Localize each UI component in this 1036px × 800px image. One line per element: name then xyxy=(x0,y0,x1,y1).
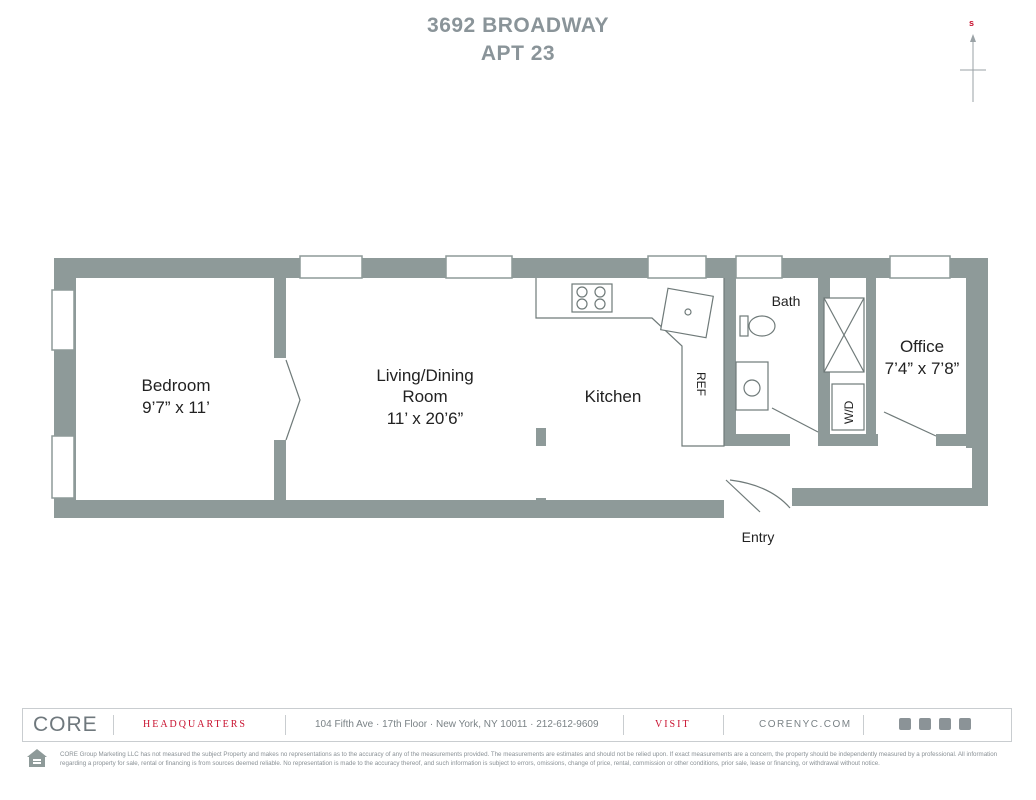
instagram-icon[interactable] xyxy=(939,718,951,731)
bath-south-wall xyxy=(724,434,790,446)
refrigerator-label: REF xyxy=(694,372,708,396)
divider xyxy=(285,715,286,735)
north-arrow-icon xyxy=(960,34,986,102)
windows xyxy=(51,255,951,499)
south-wall-west xyxy=(54,500,724,518)
living-room-label-line2: Room xyxy=(402,387,447,406)
legal-disclaimer: CORE Group Marketing LLC has not measure… xyxy=(60,751,998,767)
office-west-wall xyxy=(866,278,876,446)
bedroom-label: Bedroom xyxy=(142,376,211,395)
toilet-icon xyxy=(748,315,776,337)
living-room-dimensions: 11’ x 20’6” xyxy=(387,409,464,428)
south-wall-east xyxy=(792,488,988,506)
visit-label: VISIT xyxy=(655,719,691,730)
floor-plan: Bedroom 9’7” x 11’ Living/Dining Room 11… xyxy=(51,255,988,545)
office-label: Office xyxy=(900,337,944,356)
headquarters-label: HEADQUARTERS xyxy=(143,719,247,730)
logo-text: CORE xyxy=(33,713,98,736)
office-south-wall xyxy=(936,434,976,446)
social-links xyxy=(899,709,979,741)
property-address: 3692 BROADWAY xyxy=(427,14,609,37)
compass: s xyxy=(958,18,988,108)
office-dimensions: 7’4” x 7’8” xyxy=(885,359,960,378)
apartment-number: APT 23 xyxy=(480,42,556,65)
wd-south-wall xyxy=(818,434,878,446)
bedroom-dimensions: 9’7” x 11’ xyxy=(142,398,210,417)
twitter-icon[interactable] xyxy=(919,718,931,731)
entry-label: Entry xyxy=(742,529,775,545)
divider xyxy=(863,715,864,735)
doors xyxy=(285,359,937,513)
divider xyxy=(113,715,114,735)
equal-housing-icon xyxy=(27,749,47,767)
youtube-icon[interactable] xyxy=(959,718,971,731)
office-address: 104 Fifth Ave · 17th Floor · New York, N… xyxy=(315,719,599,730)
east-wall-lower xyxy=(972,440,988,506)
north-wall xyxy=(54,258,988,278)
facebook-icon[interactable] xyxy=(899,718,911,731)
compass-label: s xyxy=(969,18,975,28)
divider xyxy=(623,715,624,735)
column xyxy=(536,428,546,446)
east-wall-upper xyxy=(966,258,988,448)
bath-fixtures xyxy=(735,297,865,431)
website-link[interactable]: CORENYC.COM xyxy=(759,719,852,730)
washer-dryer-box xyxy=(831,383,865,431)
kitchen-counters xyxy=(535,278,725,447)
living-room-label-line1: Living/Dining xyxy=(376,366,473,385)
partition-lower xyxy=(274,440,286,502)
kitchen-label: Kitchen xyxy=(585,387,642,406)
washer-dryer-label: W/D xyxy=(842,400,856,424)
bath-label: Bath xyxy=(772,293,801,309)
bath-west-wall xyxy=(724,278,736,446)
core-logo[interactable]: CORE xyxy=(33,709,98,741)
footer-bar: CORE HEADQUARTERS 104 Fifth Ave · 17th F… xyxy=(22,708,1012,742)
column-base xyxy=(536,498,546,504)
divider xyxy=(723,715,724,735)
partition-upper xyxy=(274,278,286,358)
